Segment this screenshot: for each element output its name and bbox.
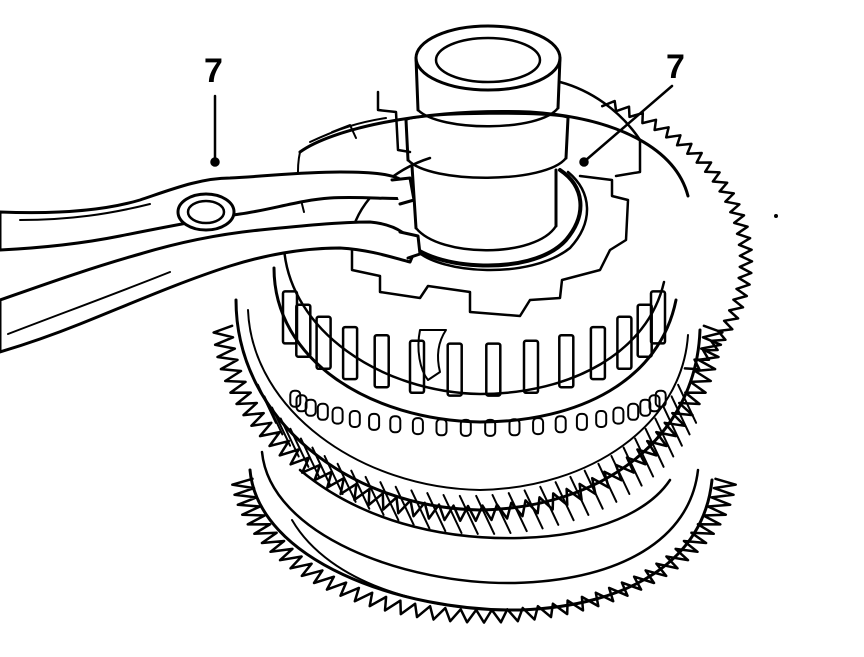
- sleeve-slot: [522, 339, 540, 395]
- middle-gear-tooth-profile: [212, 324, 724, 523]
- helical-tooth-line: [299, 437, 320, 478]
- helical-tooth-line: [597, 462, 618, 503]
- helical-tooth-line: [271, 406, 292, 447]
- dog-tooth: [368, 412, 381, 431]
- callout-label-snap-ring: 7: [666, 48, 685, 86]
- helical-tooth-line: [289, 427, 310, 468]
- middle-helical-gear: [212, 298, 724, 540]
- helical-tooth-line: [279, 417, 300, 458]
- helical-tooth-line: [662, 406, 683, 447]
- dog-tooth: [411, 417, 424, 436]
- helical-tooth-line: [394, 485, 415, 526]
- synchronizer-hub: [272, 80, 754, 437]
- dog-tooth: [289, 389, 302, 408]
- sleeve-slot: [485, 342, 502, 397]
- sleeve-slot: [446, 342, 463, 397]
- dog-tooth: [348, 410, 361, 428]
- helical-tooth-line: [622, 446, 643, 487]
- helical-tooth-line: [426, 492, 447, 533]
- dog-tooth: [508, 418, 521, 437]
- dog-tooth: [295, 394, 308, 413]
- sleeve-slot: [589, 325, 607, 381]
- lower-gear-teeth: [231, 477, 737, 624]
- synchro-ring-teeth: [600, 99, 754, 371]
- dog-teeth-row: [289, 389, 667, 437]
- helical-tooth-line: [491, 494, 512, 534]
- helical-tooth-line: [350, 469, 371, 510]
- dog-tooth: [389, 415, 402, 434]
- sleeve-slot: [636, 303, 653, 358]
- lower-helical-gear: [231, 450, 737, 624]
- synchro-ring-tooth-profile: [600, 99, 754, 371]
- sleeve-slot: [408, 339, 426, 395]
- snap-ring: [404, 168, 589, 272]
- helical-tooth-line: [507, 492, 528, 533]
- speck: [774, 214, 778, 218]
- helical-tooth-line: [569, 475, 590, 516]
- helical-tooth-line: [311, 446, 332, 487]
- leader-dot-snap-ring: [579, 157, 589, 167]
- sleeve-slot: [616, 315, 633, 371]
- dog-tooth: [532, 417, 545, 436]
- helical-tooth-line: [410, 489, 431, 530]
- callout-leader-lines: [210, 84, 674, 167]
- dog-tooth: [595, 410, 608, 428]
- helical-tooth-line: [336, 462, 357, 503]
- helical-tooth-line: [654, 417, 675, 458]
- dog-tooth: [575, 412, 588, 431]
- helical-tooth-line: [523, 489, 544, 530]
- leader-line-snap-ring: [584, 84, 674, 162]
- helical-tooth-line: [644, 427, 665, 468]
- helical-tooth-line: [442, 494, 463, 534]
- dog-tooth: [316, 402, 329, 421]
- helical-tooth-line: [583, 469, 604, 510]
- dog-tooth: [627, 402, 640, 421]
- dog-tooth: [639, 398, 652, 417]
- helical-tooth-lines: [256, 383, 698, 535]
- helical-tooth-line: [475, 494, 496, 535]
- snap-ring-pliers: [0, 170, 422, 354]
- dog-tooth: [484, 418, 497, 437]
- helical-tooth-line: [458, 494, 479, 535]
- dog-tooth: [554, 415, 567, 434]
- sleeve-slot: [281, 290, 299, 345]
- lower-gear-tooth-profile: [231, 477, 737, 624]
- callout-label-pliers: 7: [204, 52, 223, 90]
- helical-tooth-line: [670, 395, 691, 436]
- helical-tooth-line: [610, 455, 631, 495]
- helical-tooth-line: [539, 485, 560, 526]
- helical-tooth-line: [256, 383, 277, 424]
- sleeve-slots: [281, 290, 667, 397]
- helical-tooth-line: [323, 455, 344, 495]
- dog-tooth: [331, 406, 344, 425]
- helical-tooth-line: [364, 475, 385, 516]
- dog-tooth: [459, 418, 472, 437]
- leader-dot-pliers: [210, 157, 220, 167]
- dog-tooth: [612, 406, 625, 425]
- sleeve-slot: [558, 333, 575, 389]
- sleeve-slot: [341, 325, 359, 381]
- dog-tooth: [654, 389, 667, 408]
- helical-tooth-line: [379, 481, 400, 522]
- dog-tooth: [435, 418, 448, 437]
- helical-tooth-line: [634, 437, 655, 478]
- helical-tooth-line: [554, 481, 575, 522]
- output-shaft: [404, 24, 570, 252]
- helical-tooth-line: [677, 383, 698, 424]
- middle-gear-teeth: [212, 324, 724, 523]
- sleeve-slot: [373, 333, 390, 389]
- sleeve-slot: [315, 315, 332, 371]
